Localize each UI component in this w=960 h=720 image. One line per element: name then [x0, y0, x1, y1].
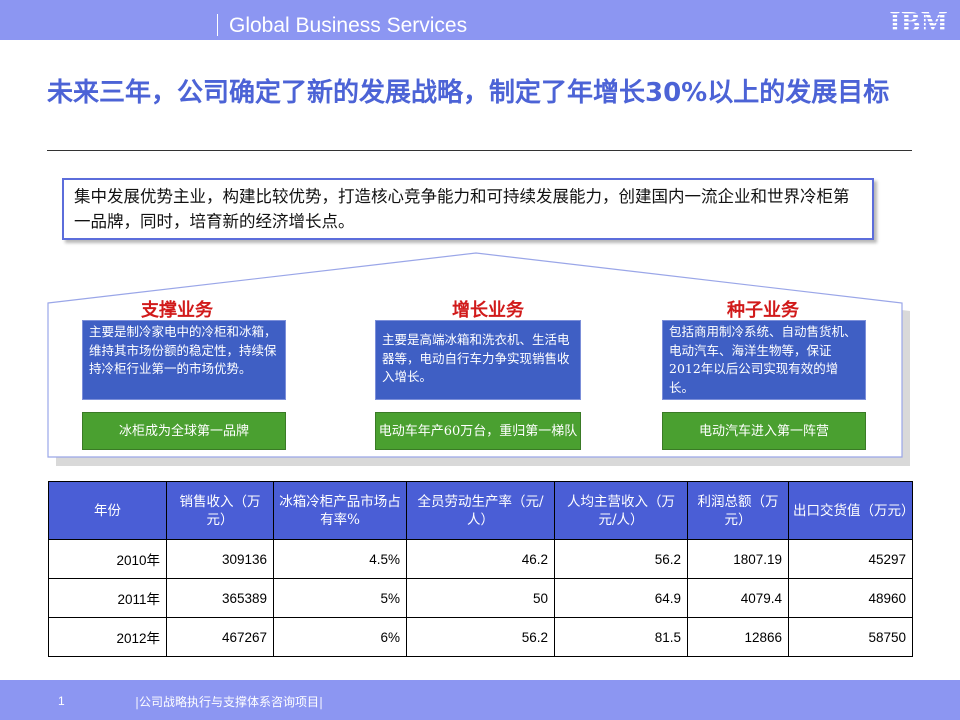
business-desc-growth: 主要是高端冰箱和洗衣机、生活电器等，电动自行车力争实现销售收入增长。 [375, 320, 581, 400]
ibm-logo-text: IBM [890, 7, 949, 35]
col-header-per-capita: 人均主营收入（万元/人） [554, 481, 688, 540]
business-title-seed: 种子业务 [727, 300, 799, 321]
year-value: 2010 [116, 553, 147, 568]
cell-per-capita: 81.5 [554, 617, 688, 657]
cell-profit: 1807.19 [687, 539, 789, 579]
strategy-statement: 集中发展优势主业，构建比较优势，打造核心竞争能力和可持续发展能力，创建国内一流企… [62, 178, 874, 240]
targets-table: 年份 销售收入（万元） 冰箱冷柜产品市场占有率% 全员劳动生产率（元/人） 人均… [48, 481, 915, 657]
business-goal-support: 冰柜成为全球第一品牌 [82, 412, 286, 450]
page-title: 未来三年，公司确定了新的发展战略，制定了年增长30%以上的发展目标 [47, 78, 890, 108]
col-header-productivity: 全员劳动生产率（元/人） [406, 481, 555, 540]
cell-sales: 467267 [166, 617, 274, 657]
cell-profit: 12866 [687, 617, 789, 657]
year-unit: 年 [146, 631, 161, 647]
cell-year: 2010年 [48, 539, 167, 579]
year-unit: 年 [146, 592, 161, 608]
cell-per-capita: 56.2 [554, 539, 688, 579]
year-value: 2012 [116, 631, 147, 646]
business-title-support: 支撑业务 [141, 300, 213, 321]
footer-project-name: |公司战略执行与支撑体系咨询项目| [135, 695, 324, 709]
cell-year: 2011年 [48, 578, 167, 618]
col-header-sales: 销售收入（万元） [166, 481, 274, 540]
cell-export: 58750 [788, 617, 913, 657]
cell-productivity: 56.2 [406, 617, 555, 657]
ibm-logo: IBM [890, 7, 949, 35]
col-header-share: 冰箱冷柜产品市场占有率% [273, 481, 407, 540]
col-header-year: 年份 [48, 481, 167, 540]
business-goal-growth: 电动车年产60万台，重归第一梯队 [375, 412, 581, 450]
table-row: 2010年 309136 4.5% 46.2 56.2 1807.19 4529… [48, 539, 913, 579]
cell-productivity: 50 [406, 578, 555, 618]
table-row: 2012年 467267 6% 56.2 81.5 12866 58750 [48, 617, 913, 657]
cell-productivity: 46.2 [406, 539, 555, 579]
business-desc-seed: 包括商用制冷系统、自动售货机、电动汽车、海洋生物等，保证2012年以后公司实现有… [662, 320, 866, 400]
year-unit: 年 [146, 553, 161, 569]
cell-per-capita: 64.9 [554, 578, 688, 618]
cell-export: 48960 [788, 578, 913, 618]
header-bar: Global Business Services IBM [0, 0, 960, 40]
year-value: 2011 [117, 592, 147, 607]
title-divider [47, 150, 912, 151]
header-divider [217, 14, 218, 36]
business-goal-seed: 电动汽车进入第一阵营 [662, 412, 866, 450]
page-number: 1 [58, 694, 65, 708]
cell-share: 4.5% [273, 539, 407, 579]
cell-export: 45297 [788, 539, 913, 579]
cell-share: 5% [273, 578, 407, 618]
header-section-label: Global Business Services [229, 14, 468, 37]
col-header-profit: 利润总额（万元） [687, 481, 789, 540]
cell-share: 6% [273, 617, 407, 657]
col-header-export: 出口交货值（万元） [788, 481, 915, 540]
table-row: 2011年 365389 5% 50 64.9 4079.4 48960 [48, 578, 913, 618]
business-desc-support: 主要是制冷家电中的冷柜和冰箱，维持其市场份额的稳定性，持续保持冷柜行业第一的市场… [82, 320, 286, 400]
footer-bar: 1 |公司战略执行与支撑体系咨询项目| [0, 680, 960, 720]
table-header-row: 年份 销售收入（万元） 冰箱冷柜产品市场占有率% 全员劳动生产率（元/人） 人均… [48, 481, 915, 540]
business-title-growth: 增长业务 [452, 300, 524, 321]
cell-profit: 4079.4 [687, 578, 789, 618]
cell-sales: 365389 [166, 578, 274, 618]
cell-year: 2012年 [48, 617, 167, 657]
cell-sales: 309136 [166, 539, 274, 579]
